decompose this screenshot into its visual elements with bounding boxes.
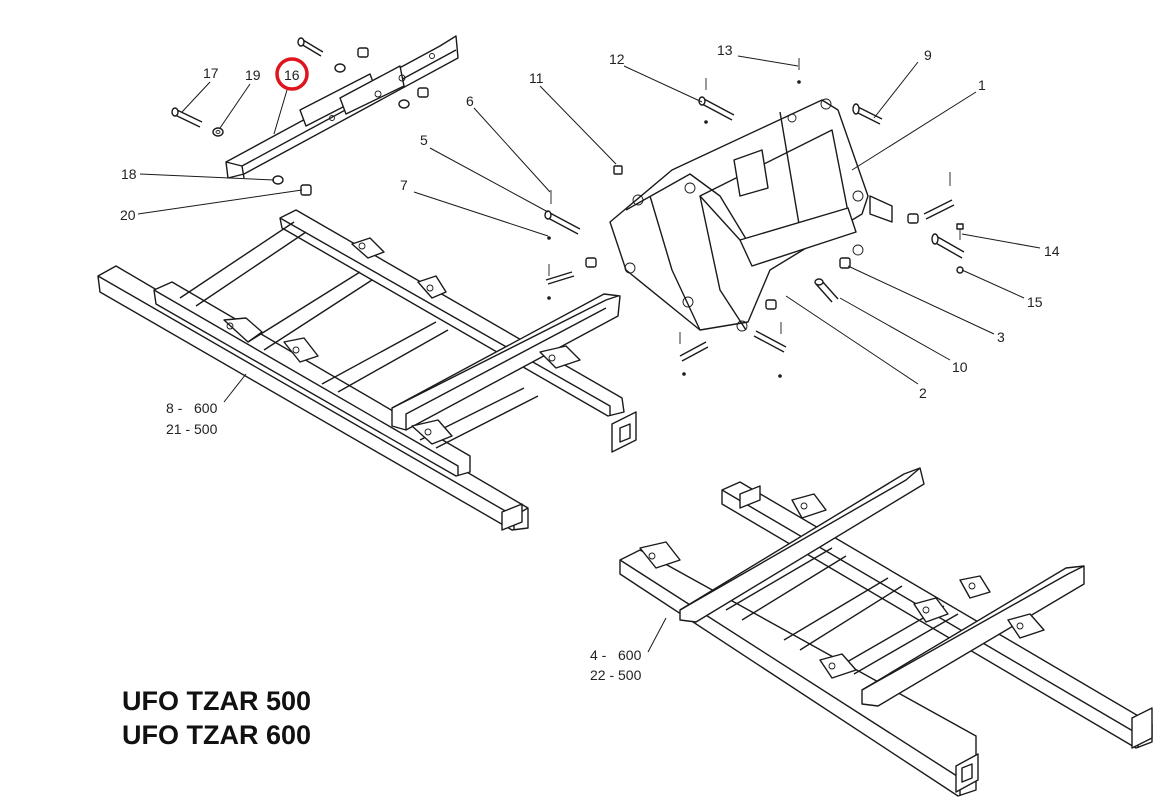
bolt-part-11 [613,165,623,175]
model-title-line-1: UFO TZAR 500 [122,686,312,716]
pin-part-17 [171,107,203,128]
callout-3: 3 [997,329,1005,345]
pin-part-12 [698,96,735,121]
callout-5: 5 [420,132,428,148]
pin-right-lower [931,233,965,259]
hitch-loose-hardware [544,58,965,378]
callout-1: 1 [978,77,986,93]
highlight-ring-16 [275,57,309,91]
pin-part-9 [852,103,883,125]
callout-7: 7 [400,177,408,193]
pin-part-10 [814,278,839,303]
main-frame-part-4-22 [619,467,1153,797]
bushing-part-3 [839,257,851,269]
callout-19: 19 [245,67,261,83]
pin-top-beam [297,37,429,109]
washer-part-18 [272,175,284,185]
callout-8-600: 8 - 600 [166,400,218,416]
washer-part-19 [212,127,224,137]
callout-13: 13 [717,42,733,58]
pin-left-low [545,271,575,285]
callout-16: 16 [284,67,300,83]
bushing-pair-right [907,213,919,224]
callout-2: 2 [919,385,927,401]
callout-11: 11 [529,70,544,86]
callout-12: 12 [609,51,625,67]
callout-labels: 17 19 16 18 20 6 5 7 11 12 13 9 1 14 15 … [120,42,1060,683]
pin-right-upper [923,199,955,220]
pin-part-2 [753,330,787,353]
callout-22-500: 22 - 500 [590,667,642,683]
callout-4-600: 4 - 600 [590,647,642,663]
callout-14: 14 [1044,243,1060,259]
pin-part-5 [544,210,581,235]
callout-6: 6 [466,93,474,109]
callout-15: 15 [1027,294,1043,310]
callout-18: 18 [121,166,137,182]
leader-lines [137,55,1041,653]
model-title-line-2: UFO TZAR 600 [122,720,312,750]
main-frame-part-8-21 [97,209,637,531]
callout-9: 9 [924,47,932,63]
callout-10: 10 [952,359,968,375]
callout-17: 17 [203,65,219,81]
bushing-part-20 [300,184,312,196]
hitch-frame-part-1 [609,98,893,332]
callout-20: 20 [120,207,136,223]
pin-bottom-left [679,341,709,362]
callout-21-500: 21 - 500 [166,421,218,437]
beam-part-16 [225,35,459,179]
bolt-part-14 [956,223,964,240]
